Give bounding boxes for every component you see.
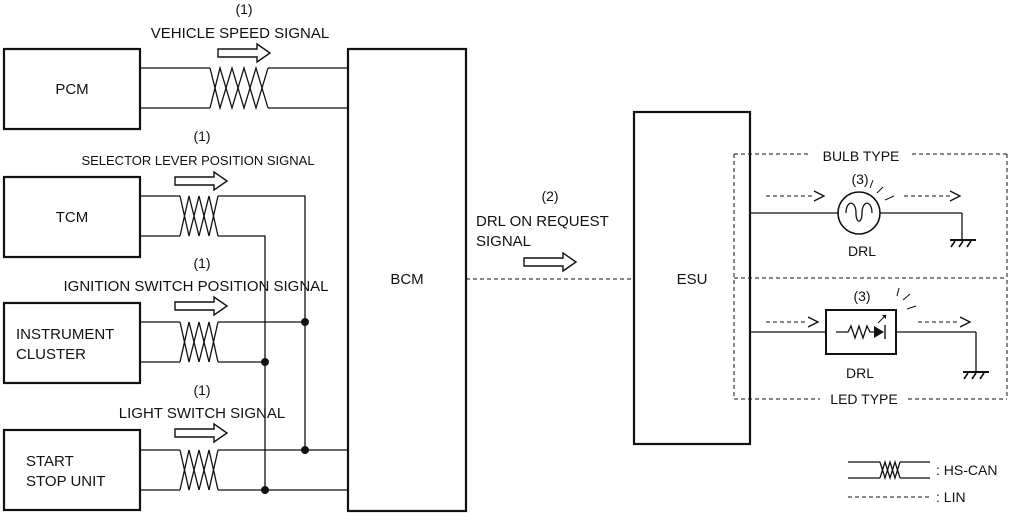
ignition-switch-signal-ref: (1) <box>193 255 210 271</box>
instrument-cluster-hs-can-line <box>140 321 305 363</box>
led-icon <box>825 287 917 355</box>
esu-label: ESU <box>677 271 708 288</box>
ground-icon <box>963 371 989 380</box>
selector-lever-signal-arrow <box>174 170 229 192</box>
bulb-icon <box>837 179 895 235</box>
selector-lever-signal-label: SELECTOR LEVER POSITION SIGNAL <box>81 153 314 168</box>
instrument-cluster-label-line2: CLUSTER <box>16 346 86 363</box>
led-type-label: LED TYPE <box>830 391 897 407</box>
tcm-hs-can-line <box>140 195 348 491</box>
legend-lin-label: : LIN <box>936 489 966 505</box>
ignition-switch-signal-arrow <box>174 295 229 317</box>
bcm-label: BCM <box>390 271 423 288</box>
vehicle-speed-signal-arrow <box>217 42 272 64</box>
led-drl-label: DRL <box>846 365 874 381</box>
lamp-type-frame <box>733 153 1008 400</box>
start-stop-unit-label-line1: START <box>26 453 74 470</box>
bus-junctions <box>261 318 309 494</box>
bulb-drl-ref: (3) <box>851 171 868 187</box>
bulb-drl-circuit <box>750 190 963 240</box>
light-switch-signal-label: LIGHT SWITCH SIGNAL <box>119 405 285 422</box>
pcm-module: PCM <box>2 47 142 131</box>
ground-icon <box>950 239 976 248</box>
pcm-label: PCM <box>55 81 88 98</box>
selector-lever-signal-ref: (1) <box>193 128 210 144</box>
bulb-drl-label: DRL <box>848 243 876 259</box>
pcm-hs-can-line <box>140 65 348 111</box>
led-drl-ref: (3) <box>853 288 870 304</box>
light-switch-signal-ref: (1) <box>193 382 210 398</box>
tcm-module: TCM <box>2 175 142 259</box>
esu-module: ESU <box>632 110 752 446</box>
bulb-type-label: BULB TYPE <box>823 148 900 164</box>
legend-hs-can-label: : HS-CAN <box>936 462 997 478</box>
vehicle-speed-signal-label: VEHICLE SPEED SIGNAL <box>151 25 329 42</box>
legend-hs-can-symbol <box>848 459 930 481</box>
drl-request-signal-label-line2: SIGNAL <box>476 233 531 250</box>
drl-request-signal-label-line1: DRL ON REQUEST <box>476 213 609 230</box>
light-switch-signal-arrow <box>174 422 229 444</box>
instrument-cluster-label-line1: INSTRUMENT <box>16 326 114 343</box>
start-stop-unit-label-line2: STOP UNIT <box>26 473 105 490</box>
drl-request-signal-ref: (2) <box>541 188 558 204</box>
instrument-cluster-module: INSTRUMENT CLUSTER <box>2 301 142 385</box>
bcm-module: BCM <box>346 47 468 513</box>
ignition-switch-signal-label: IGNITION SWITCH POSITION SIGNAL <box>63 278 328 295</box>
led-drl-circuit <box>750 316 977 372</box>
start-stop-unit-module: START STOP UNIT <box>2 428 142 512</box>
vehicle-speed-signal-ref: (1) <box>235 1 252 17</box>
drl-request-signal-arrow <box>523 251 578 273</box>
start-stop-hs-can-line <box>140 449 305 491</box>
tcm-label: TCM <box>56 209 89 226</box>
